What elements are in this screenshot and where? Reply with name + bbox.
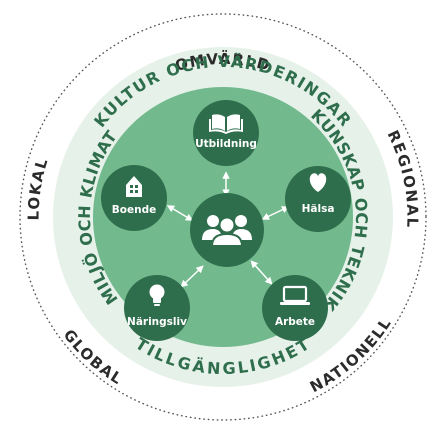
arrow-arbete	[250, 260, 273, 285]
node-halsa-label: Hälsa	[302, 203, 335, 215]
outer-dotted-ring	[19, 13, 427, 421]
book-icon	[209, 114, 243, 134]
node-utbildning: Utbildning	[193, 100, 259, 166]
lightbulb-icon	[149, 284, 165, 306]
arrow-boende	[166, 205, 194, 221]
arrow-naringsliv	[180, 265, 204, 288]
house-icon	[126, 176, 142, 197]
node-arbete: Arbete	[262, 275, 328, 341]
heart-icon	[309, 173, 327, 192]
people-group-icon	[202, 215, 252, 247]
node-boende-label: Boende	[112, 204, 156, 216]
outer-label-left: LOKAL	[25, 155, 52, 220]
node-boende: Boende	[101, 165, 167, 231]
node-naringsliv-label: Näringsliv	[127, 316, 187, 328]
arrow-halsa	[261, 206, 290, 220]
node-naringsliv: Näringsliv	[124, 275, 190, 341]
connector-arrows	[166, 171, 290, 288]
center-node	[190, 193, 264, 267]
node-arbete-label: Arbete	[275, 316, 315, 328]
node-utbildning-label: Utbildning	[195, 138, 257, 150]
laptop-icon	[280, 285, 310, 305]
node-halsa: Hälsa	[285, 166, 351, 232]
